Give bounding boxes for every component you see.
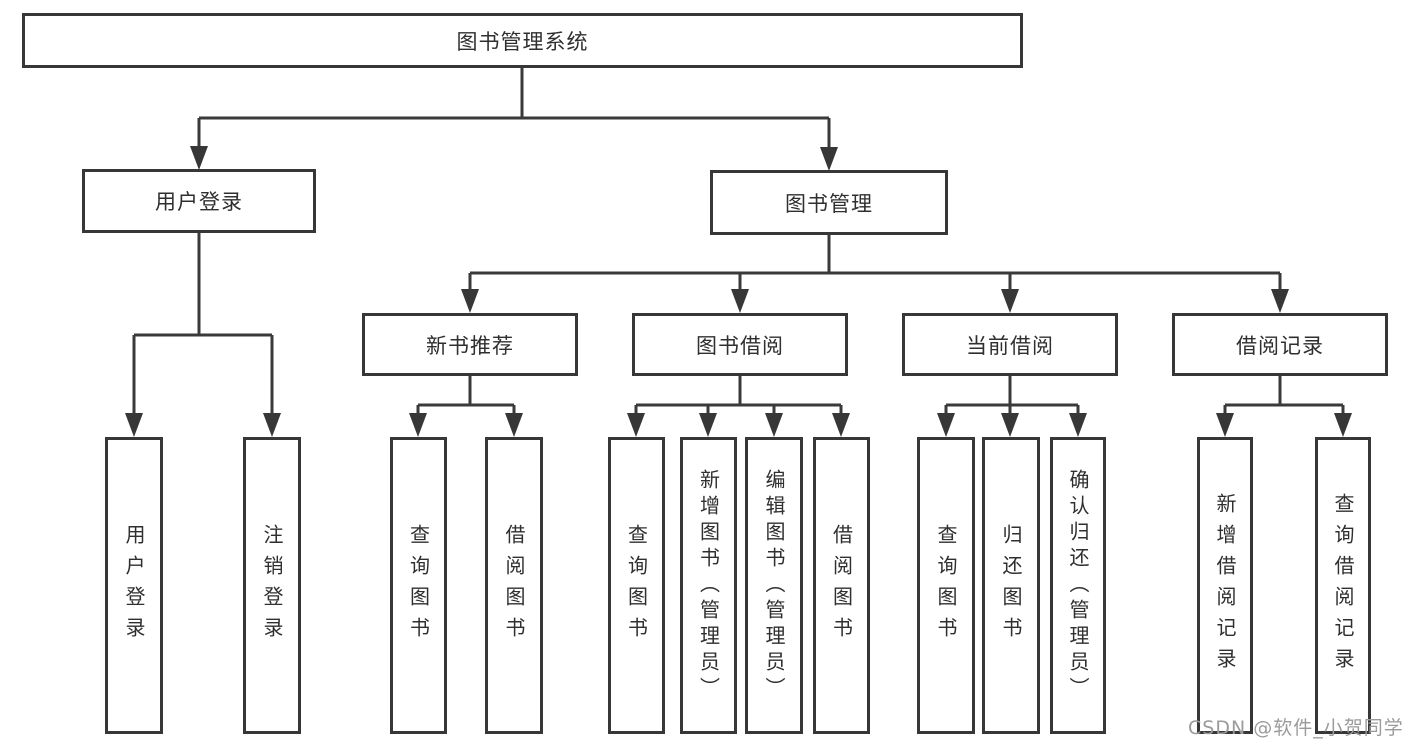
node-borrow-records-label: 借阅记录 [1236,333,1324,358]
node-book-borrow: 图书借阅 [632,313,848,376]
leaf-user-login: 用户登录 [105,437,163,734]
connector-new-book-children [416,376,516,414]
leaf-query-books-recommend: 查询图书 [390,437,447,734]
leaf-query-books-borrow: 查询图书 [608,437,665,734]
connector-user-login-children [132,233,274,414]
leaf-edit-book-admin-label: 编辑图书（管理员） [762,468,786,703]
leaf-borrow-books-borrow: 借阅图书 [813,437,870,734]
leaf-borrow-books-borrow-label: 借阅图书 [829,523,854,648]
csdn-watermark: CSDN @软件_小贺同学 [1188,717,1404,739]
leaf-return-book-label: 归还图书 [999,523,1023,648]
connector-book-mgmt-children [468,235,1282,290]
node-new-book-recommend-label: 新书推荐 [426,333,514,358]
root-node-label: 图书管理系统 [456,29,589,54]
leaf-query-borrow-record-label: 查询借阅记录 [1331,492,1355,679]
leaf-add-book-admin-label: 新增图书（管理员） [696,468,721,703]
leaf-return-book: 归还图书 [982,437,1040,734]
node-current-borrow-label: 当前借阅 [966,333,1054,358]
arrowheads [125,146,1352,437]
node-book-borrow-label: 图书借阅 [696,333,784,358]
connector-book-borrow-children [634,376,843,414]
connector-root-to-level2 [197,68,831,148]
node-user-login: 用户登录 [82,169,316,233]
node-user-login-label: 用户登录 [155,190,243,214]
leaf-confirm-return-admin-label: 确认归还（管理员） [1066,468,1090,703]
leaf-query-books-recommend-label: 查询图书 [406,523,431,648]
node-new-book-recommend: 新书推荐 [362,313,578,376]
leaf-borrow-books-recommend-label: 借阅图书 [502,523,526,648]
connector-current-borrow-children [944,376,1080,414]
connector-borrow-records-children [1223,376,1345,414]
leaf-query-books-current: 查询图书 [917,437,975,734]
node-book-management-label: 图书管理 [785,191,873,216]
leaf-add-book-admin: 新增图书（管理员） [680,437,737,734]
leaf-query-books-current-label: 查询图书 [934,523,958,648]
leaf-add-borrow-record-label: 新增借阅记录 [1213,492,1237,679]
leaf-user-login-label: 用户登录 [122,523,146,648]
leaf-logout-label: 注销登录 [260,523,284,648]
leaf-logout: 注销登录 [243,437,301,734]
leaf-add-borrow-record: 新增借阅记录 [1197,437,1253,734]
leaf-borrow-books-recommend: 借阅图书 [485,437,543,734]
leaf-query-books-borrow-label: 查询图书 [624,523,649,648]
node-borrow-records: 借阅记录 [1172,313,1388,376]
node-current-borrow: 当前借阅 [902,313,1118,376]
leaf-query-borrow-record: 查询借阅记录 [1315,437,1371,734]
node-book-management: 图书管理 [710,170,948,235]
leaf-confirm-return-admin: 确认归还（管理员） [1050,437,1106,734]
leaf-edit-book-admin: 编辑图书（管理员） [745,437,803,734]
root-node: 图书管理系统 [22,13,1023,68]
